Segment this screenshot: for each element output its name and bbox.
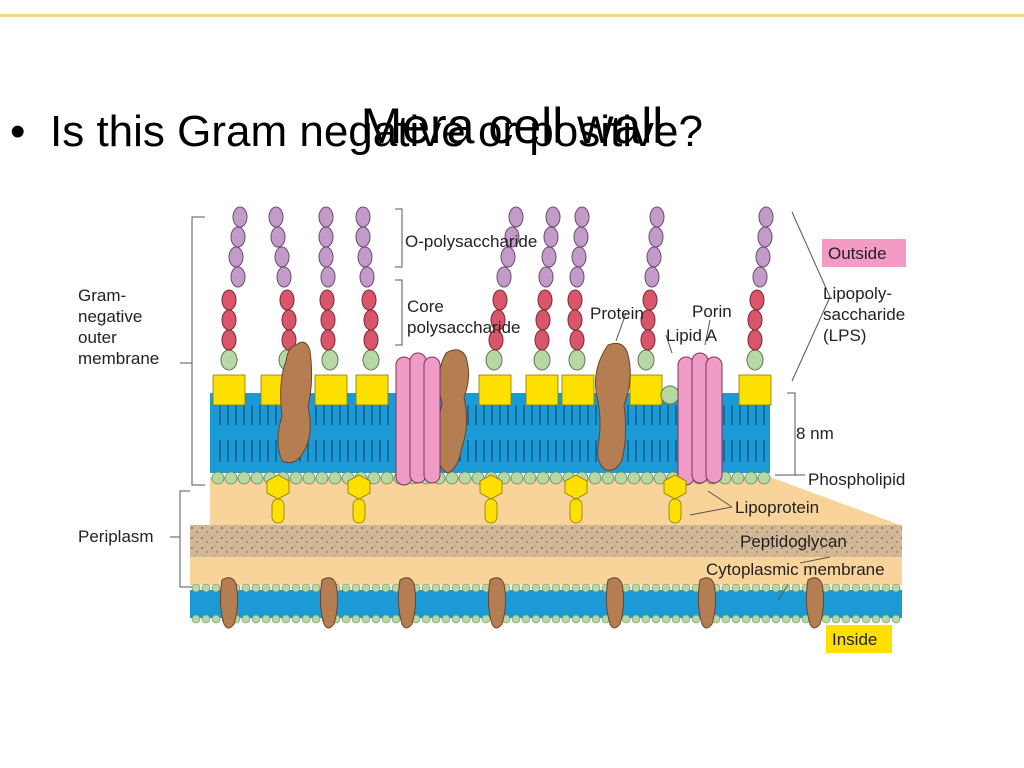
label-porin: Porin bbox=[692, 302, 732, 321]
label-thickness: 8 nm bbox=[796, 424, 834, 443]
label-o-polysaccharide: O-polysaccharide bbox=[405, 232, 537, 251]
lps-chain bbox=[525, 206, 561, 406]
label-inside: Inside bbox=[832, 630, 877, 649]
lipoproteins bbox=[266, 474, 687, 524]
porin-proteins bbox=[395, 352, 723, 486]
label-lipid-a: Lipid A bbox=[666, 326, 718, 345]
label-lps-line2: saccharide bbox=[823, 305, 905, 324]
label-outside: Outside bbox=[828, 244, 887, 263]
label-gram-line4: membrane bbox=[78, 349, 159, 368]
lps-chain bbox=[314, 206, 348, 406]
label-lps-line3: (LPS) bbox=[823, 326, 866, 345]
label-gram-line1: Gram- bbox=[78, 286, 126, 305]
cytoplasmic-membrane-proteins bbox=[219, 577, 825, 629]
cytoplasmic-membrane bbox=[190, 577, 902, 629]
bullet-text: Is this Gram negative or positive? bbox=[50, 107, 703, 156]
top-accent-rule bbox=[0, 14, 1024, 17]
lps-chain bbox=[478, 206, 524, 406]
membrane-proteins bbox=[277, 341, 631, 474]
gram-negative-cell-wall-diagram: O-polysaccharide Core polysaccharide Pro… bbox=[78, 206, 906, 653]
label-core-line2: polysaccharide bbox=[407, 318, 520, 337]
bullet-question: • Is this Gram negative or positive? bbox=[10, 104, 703, 160]
bracket-lines bbox=[170, 208, 831, 601]
lps-chain bbox=[561, 206, 595, 406]
outside-badge bbox=[822, 239, 906, 267]
lps-chain bbox=[355, 206, 389, 406]
label-peptidoglycan: Peptidoglycan bbox=[740, 532, 847, 551]
peptidoglycan-layer bbox=[190, 525, 902, 557]
label-lipoprotein: Lipoprotein bbox=[735, 498, 819, 517]
periplasm-layer bbox=[190, 477, 902, 585]
slide-title: Mera cell wall bbox=[360, 98, 664, 154]
lps-molecules bbox=[212, 206, 774, 406]
phospholipid-heads bbox=[211, 471, 771, 485]
label-gram-line3: outer bbox=[78, 328, 117, 347]
label-core-line1: Core bbox=[407, 297, 444, 316]
lps-chain bbox=[212, 206, 248, 406]
inside-badge bbox=[826, 625, 892, 653]
label-cytoplasmic-membrane: Cytoplasmic membrane bbox=[706, 560, 885, 579]
label-protein: Protein bbox=[590, 304, 644, 323]
bullet-dot: • bbox=[10, 107, 26, 156]
lps-chain bbox=[738, 206, 774, 406]
label-phospholipid: Phospholipid bbox=[808, 470, 905, 489]
diagram-labels: O-polysaccharide Core polysaccharide Pro… bbox=[78, 232, 906, 653]
label-lps-line1: Lipopoly- bbox=[823, 284, 892, 303]
label-gram-line2: negative bbox=[78, 307, 142, 326]
lps-chain bbox=[629, 206, 665, 406]
lipid-a-head bbox=[660, 385, 680, 405]
label-periplasm: Periplasm bbox=[78, 527, 154, 546]
